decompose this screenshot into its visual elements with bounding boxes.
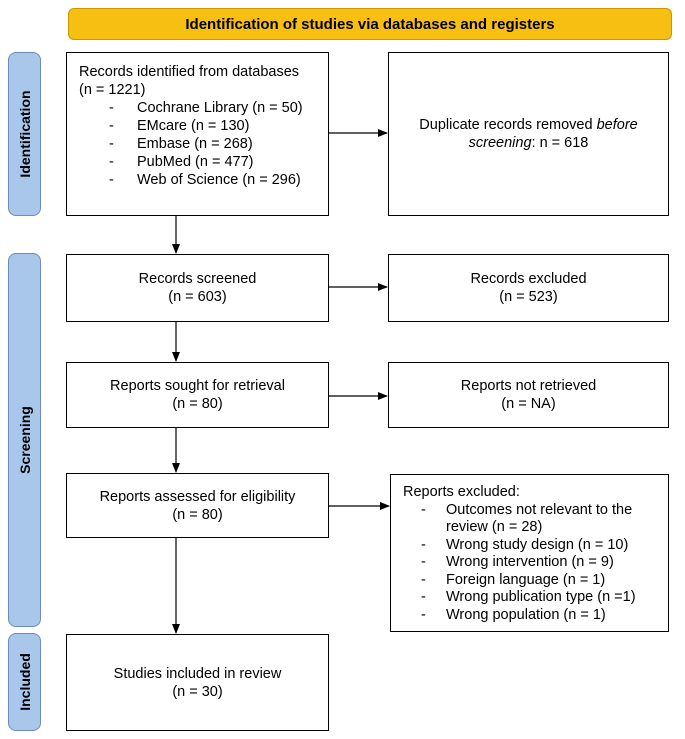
flow-banner: Identification of studies via databases … [68, 8, 672, 40]
records-identified-title: Records identified from databases [79, 64, 300, 80]
records-excluded-count: (n = 523) [499, 289, 558, 305]
studies-included-box: Studies included in review (n = 30) [66, 634, 329, 731]
duplicates-removed-box: Duplicate records removed before screeni… [388, 52, 669, 216]
database-item: Web of Science (n = 296) [79, 171, 316, 189]
reports-sought-label: Reports sought for retrieval [110, 378, 285, 394]
reports-not-retrieved-count: (n = NA) [501, 396, 556, 412]
database-list: Cochrane Library (n = 50) EMcare (n = 13… [79, 99, 316, 189]
reports-sought-count: (n = 80) [172, 396, 223, 412]
exclusion-reason: Wrong publication type (n =1) [403, 589, 656, 607]
records-excluded-box: Records excluded (n = 523) [388, 254, 669, 322]
reports-sought-box: Reports sought for retrieval (n = 80) [66, 362, 329, 428]
reports-excluded-box: Reports excluded: Outcomes not relevant … [390, 474, 669, 632]
records-screened-label: Records screened [138, 271, 257, 287]
records-screened-count: (n = 603) [168, 289, 227, 305]
reports-assessed-label: Reports assessed for eligibility [99, 488, 296, 505]
records-screened-box: Records screened (n = 603) [66, 254, 329, 322]
exclusion-reason: Outcomes not relevant to the review (n =… [403, 502, 656, 537]
duplicates-text-count: : n = 618 [531, 135, 589, 151]
exclusion-reason: Foreign language (n = 1) [403, 572, 656, 590]
duplicates-text-emphasis-2: screening [468, 135, 532, 151]
records-identified-box: Records identified from databases (n = 1… [66, 52, 329, 216]
duplicates-removed-text: Duplicate records removed before screeni… [419, 116, 637, 152]
phase-screening: Screening [8, 253, 41, 627]
reports-not-retrieved-box: Reports not retrieved (n = NA) [388, 362, 669, 428]
duplicates-text-emphasis: before [596, 117, 638, 133]
reports-assessed-box: Reports assessed for eligibility (n = 80… [66, 473, 329, 538]
duplicates-text-part: Duplicate records removed [419, 117, 597, 133]
studies-included-count: (n = 30) [172, 683, 223, 700]
records-excluded-label: Records excluded [470, 271, 587, 287]
records-identified-count: (n = 1221) [79, 82, 146, 98]
exclusion-reason: Wrong study design (n = 10) [403, 537, 656, 555]
reports-excluded-title: Reports excluded: [403, 484, 520, 500]
studies-included-label: Studies included in review [113, 665, 282, 682]
exclusion-reasons-list: Outcomes not relevant to the review (n =… [403, 502, 656, 625]
database-item: Embase (n = 268) [79, 135, 316, 153]
database-item: EMcare (n = 130) [79, 117, 316, 135]
reports-not-retrieved-label: Reports not retrieved [460, 378, 597, 394]
phase-identification: Identification [8, 52, 41, 216]
reports-assessed-count: (n = 80) [172, 506, 223, 523]
database-item: Cochrane Library (n = 50) [79, 99, 316, 117]
phase-included: Included [8, 633, 41, 731]
database-item: PubMed (n = 477) [79, 153, 316, 171]
exclusion-reason: Wrong intervention (n = 9) [403, 554, 656, 572]
exclusion-reason: Wrong population (n = 1) [403, 607, 656, 625]
